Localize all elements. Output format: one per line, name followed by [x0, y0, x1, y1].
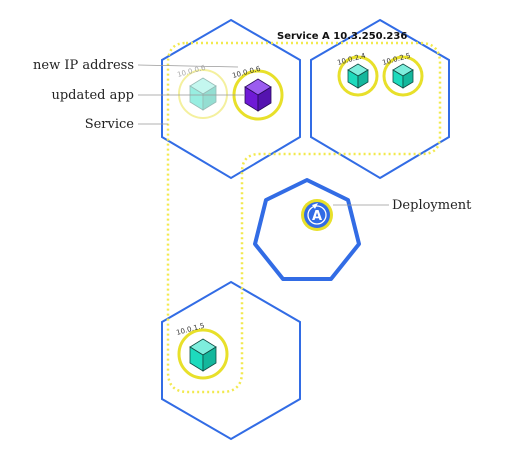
node-1-hexagon: [161, 18, 301, 180]
node-3-pod: 10.0.1.5: [175, 322, 229, 380]
updated-pod: 10.0.0.6: [231, 65, 284, 121]
old-pod: 10.0.0.6: [176, 64, 228, 119]
cube-icon: [392, 63, 414, 89]
deployment-icon-letter: A: [312, 209, 322, 224]
node-3-hexagon: [161, 280, 301, 441]
leader-line-new-ip: [137, 64, 239, 68]
label-deployment: Deployment: [392, 198, 472, 213]
deployment-icon: A: [301, 199, 333, 231]
cube-icon: [189, 338, 217, 372]
service-boundary: [166, 41, 442, 394]
label-service: Service: [85, 117, 135, 132]
cube-icon: [189, 77, 217, 111]
service-title: Service A 10.3.250.236: [277, 31, 407, 42]
cube-icon: [347, 63, 369, 89]
label-new-ip-address: new IP address: [33, 58, 134, 73]
deployment-node-heptagon: [253, 178, 361, 281]
label-updated-app: updated app: [51, 88, 134, 103]
node-2-pod-b: 10.0.2.5: [381, 52, 424, 97]
cube-icon: [244, 78, 272, 112]
node-2-hexagon: [310, 18, 450, 180]
node-2-pod-a: 10.0.2.4: [336, 52, 379, 97]
rotate-arrow-icon: [312, 203, 318, 209]
